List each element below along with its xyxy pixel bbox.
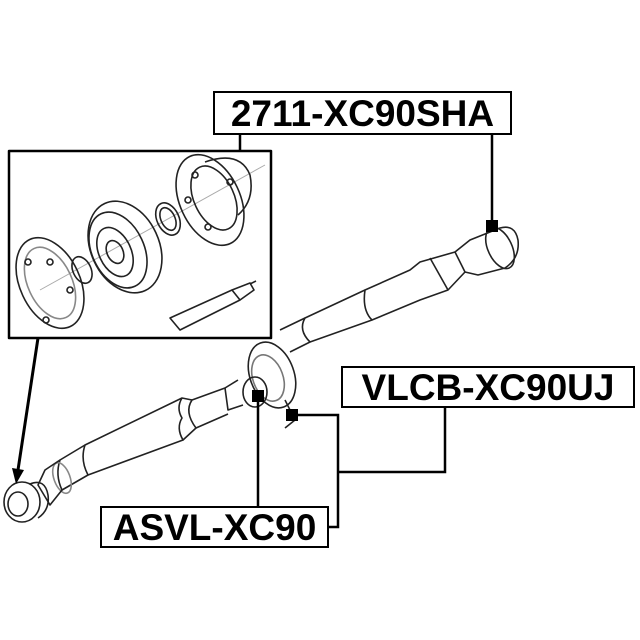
flange-housing-icon [175, 153, 252, 247]
callout-marker-ujoint [252, 390, 264, 402]
part-label-2711-xc90sha: 2711-XC90SHA [213, 91, 512, 135]
driveshaft-lower-end [3, 444, 89, 523]
inset-arrow-line [16, 337, 40, 471]
grease-tube-icon [169, 280, 257, 331]
leader-right [338, 408, 447, 474]
part-label-asvl-xc90: ASVL-XC90 [100, 506, 329, 548]
circlip-icon [71, 255, 93, 285]
driveshaft-upper-section [279, 226, 520, 353]
cv-joint-icon [87, 200, 163, 294]
universal-joint-icon [224, 376, 268, 411]
inset-box [7, 149, 273, 340]
driveshaft-middle-section [82, 387, 229, 476]
arrow-head-icon [12, 468, 24, 484]
callout-marker-bearing [286, 409, 298, 421]
seal-ring-icon [154, 202, 182, 236]
end-cap-icon [15, 236, 85, 330]
part-label-vlcb-xc90uj: VLCB-XC90UJ [341, 366, 635, 408]
callout-marker-top [486, 220, 498, 232]
